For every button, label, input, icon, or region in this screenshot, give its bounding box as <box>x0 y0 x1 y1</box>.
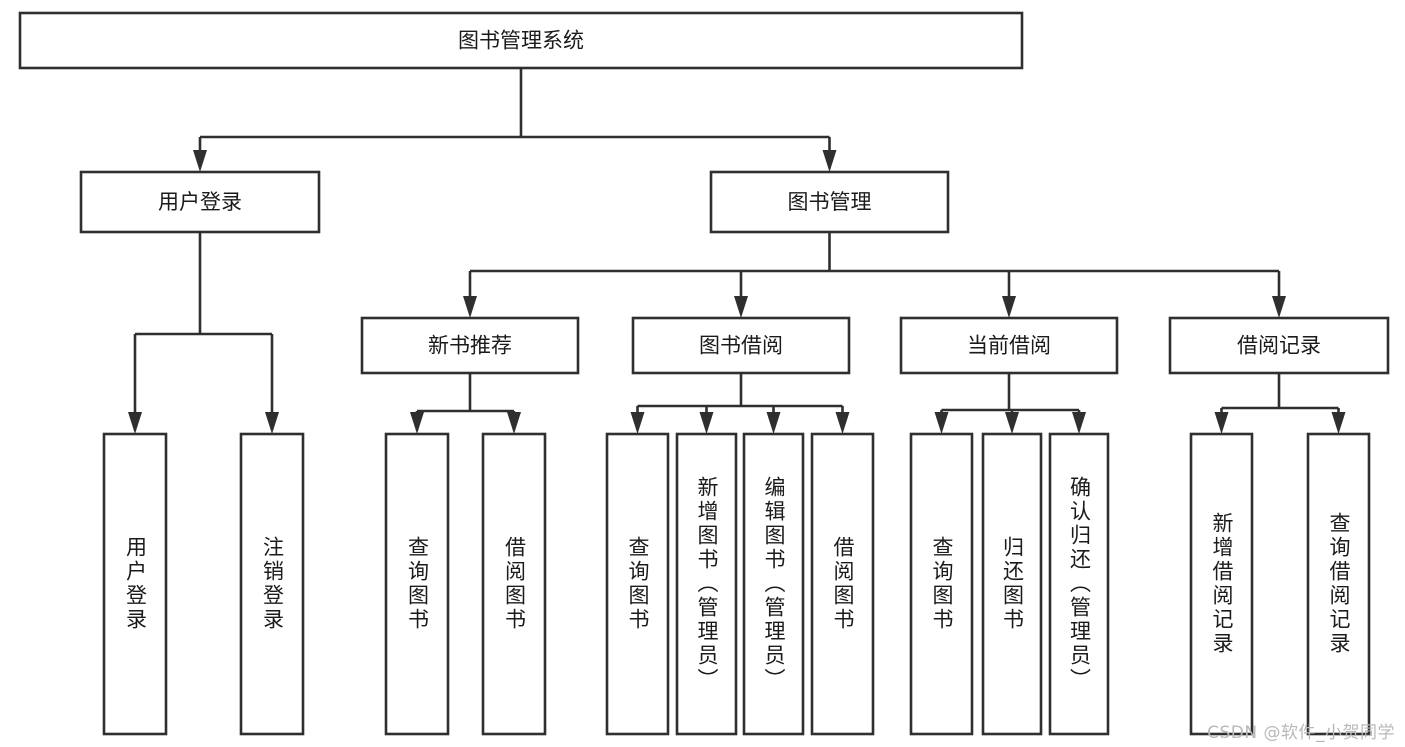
leaf-node-box-8 <box>909 432 974 736</box>
level2-node-label-1: 图书借阅 <box>699 334 783 358</box>
arrow-root-to-manage <box>822 150 837 172</box>
leaf-node-box-9 <box>981 432 1043 736</box>
level2-node-label-2: 当前借阅 <box>967 334 1051 358</box>
arrow-group-2-leaf-2 <box>1072 412 1086 434</box>
arrow-root-to-login <box>193 150 207 172</box>
leaf-node-box-7 <box>810 432 875 736</box>
level2-node-label-0: 新书推荐 <box>428 334 512 358</box>
level2-node-box-1 <box>631 316 851 375</box>
level2-node-box-3 <box>1168 316 1390 375</box>
arrow-group-0-leaf-0 <box>410 412 424 434</box>
level1-node-box-1 <box>709 170 950 234</box>
arrow-group-1-leaf-0 <box>630 412 645 434</box>
leaf-node-box-5 <box>675 432 738 736</box>
level2-node-label-3: 借阅记录 <box>1237 334 1321 358</box>
level1-node-label-0: 用户登录 <box>158 190 242 214</box>
leaf-node-box-0 <box>102 432 168 736</box>
arrow-group-3-leaf-0 <box>1214 412 1229 434</box>
arrow-manage-to-level2-3 <box>1272 296 1286 318</box>
csdn-watermark: CSDN @软件_小贺同学 <box>1207 723 1395 743</box>
root-node-box-0 <box>18 11 1024 70</box>
arrow-group-0-leaf-1 <box>507 412 521 434</box>
leaf-node-box-4 <box>605 432 670 736</box>
arrow-group-1-leaf-3 <box>835 412 850 434</box>
leaf-node-box-6 <box>742 432 805 736</box>
arrow-manage-to-level2-0 <box>463 296 477 318</box>
arrow-login-leaf-1 <box>265 412 279 434</box>
arrow-group-3-leaf-1 <box>1331 412 1346 434</box>
arrow-group-1-leaf-1 <box>699 412 714 434</box>
root-node-label-0: 图书管理系统 <box>458 29 584 53</box>
node-boxes <box>18 11 1390 736</box>
level2-node-box-0 <box>360 316 580 375</box>
level2-node-box-2 <box>899 316 1119 375</box>
leaf-node-box-2 <box>384 432 450 736</box>
arrow-manage-to-level2-2 <box>1002 296 1016 318</box>
leaf-node-box-10 <box>1048 432 1110 736</box>
level1-node-label-1: 图书管理 <box>788 190 872 214</box>
leaf-node-box-11 <box>1189 432 1254 736</box>
connector-lines <box>128 68 1346 434</box>
leaf-node-box-12 <box>1306 432 1371 736</box>
arrow-manage-to-level2-1 <box>734 296 748 318</box>
arrow-group-1-leaf-2 <box>766 412 781 434</box>
level1-node-box-0 <box>79 170 321 234</box>
arrow-group-2-leaf-0 <box>934 412 949 434</box>
leaf-node-box-1 <box>239 432 305 736</box>
arrow-group-2-leaf-1 <box>1005 412 1019 434</box>
leaf-node-box-3 <box>481 432 547 736</box>
arrow-login-leaf-0 <box>128 412 142 434</box>
